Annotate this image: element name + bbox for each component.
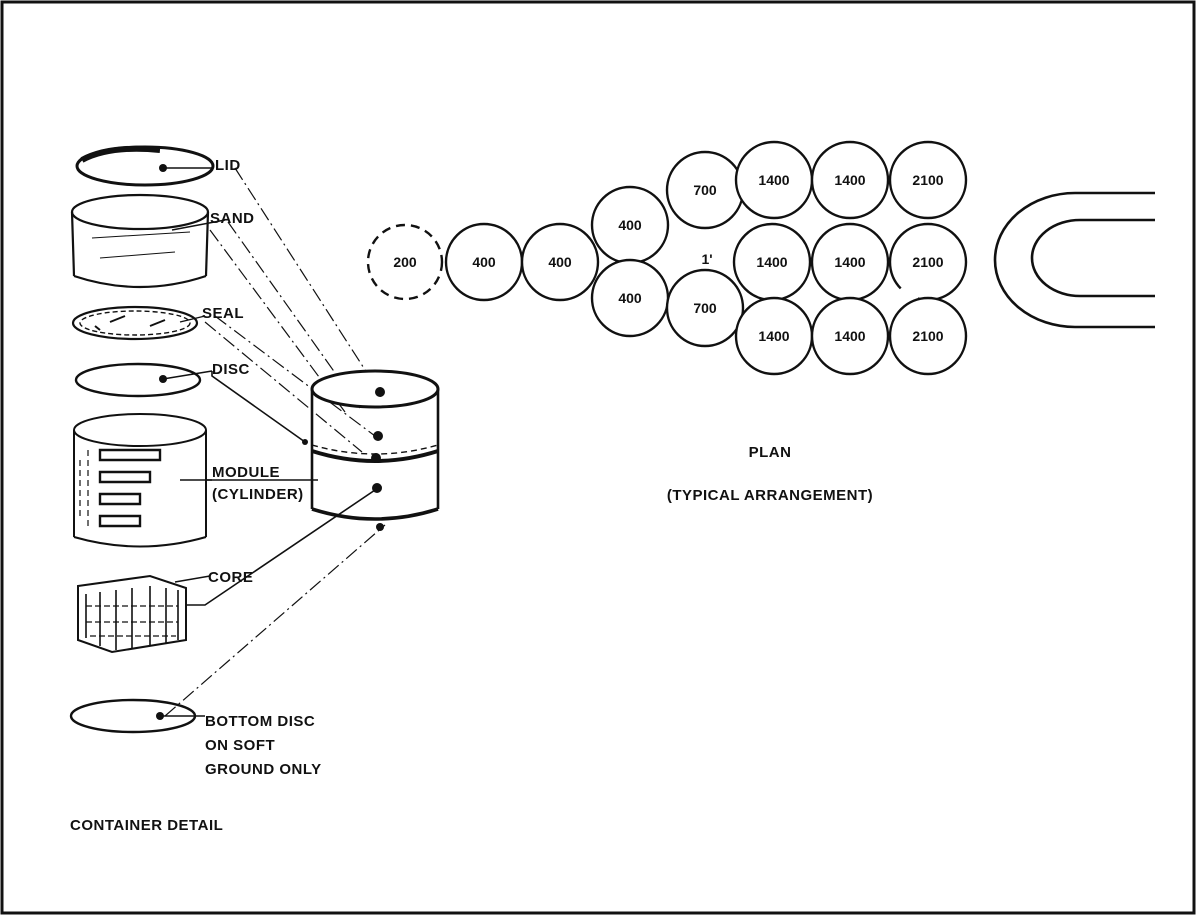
module-circle-400b — [520, 222, 600, 302]
label-disc: DISC — [212, 361, 250, 378]
module-part — [73, 413, 212, 548]
module-label: 1400 — [834, 172, 865, 188]
plan-subtitle: (TYPICAL ARRANGEMENT) — [667, 487, 873, 504]
label-core: CORE — [208, 569, 253, 586]
module-label: 400 — [548, 254, 572, 270]
label-ground-only: GROUND ONLY — [205, 761, 322, 778]
module-label: 1400 — [834, 328, 865, 344]
plan-title: PLAN — [749, 444, 792, 461]
assembly-leaders — [164, 167, 386, 717]
module-label: 700 — [693, 182, 717, 198]
module-label: 2100 — [912, 172, 943, 188]
bottom-disc-part — [69, 698, 205, 734]
module-label: 1400 — [758, 328, 789, 344]
module-circle-1400f — [810, 296, 890, 376]
plan-module-labels: 200 400 400 400 400 700 700 1' 1400 1400… — [393, 172, 943, 344]
module-label: 400 — [618, 290, 642, 306]
label-on-soft: ON SOFT — [205, 737, 275, 754]
module-label: 1400 — [756, 254, 787, 270]
disc-part — [74, 362, 213, 398]
plan-view — [366, 140, 1155, 376]
core-part — [77, 574, 211, 654]
module-label: 400 — [618, 217, 642, 233]
module-circle-700b — [665, 268, 745, 348]
container-detail: LID SAND SEAL DISC MODULE (CYLINDER) COR… — [69, 145, 440, 834]
seal-part — [71, 305, 206, 341]
module-label: 2100 — [912, 254, 943, 270]
container-detail-caption: CONTAINER DETAIL — [70, 817, 223, 834]
sand-part — [70, 193, 226, 289]
label-module: MODULE — [212, 464, 280, 481]
u-end-outer — [993, 191, 1155, 329]
label-module-cylinder: (CYLINDER) — [212, 486, 304, 503]
module-circle-2100a — [888, 140, 968, 220]
module-circle-1400b — [810, 140, 890, 220]
module-label: 2100 — [912, 328, 943, 344]
u-end-inner — [1030, 218, 1155, 298]
module-label: 400 — [472, 254, 496, 270]
label-lid: LID — [215, 157, 241, 174]
module-label: 1400 — [834, 254, 865, 270]
label-bottom-disc: BOTTOM DISC — [205, 713, 315, 730]
module-circle-200 — [366, 223, 444, 301]
label-sand: SAND — [210, 210, 255, 227]
assembled-container — [302, 369, 440, 531]
solid-leaders — [186, 371, 379, 606]
module-circle-2100c — [888, 296, 968, 376]
module-label: 700 — [693, 300, 717, 316]
module-label: 1400 — [758, 172, 789, 188]
module-label: 200 — [393, 254, 417, 270]
module-label: 1' — [701, 251, 712, 267]
label-seal: SEAL — [202, 305, 244, 322]
lid-part — [75, 145, 215, 187]
